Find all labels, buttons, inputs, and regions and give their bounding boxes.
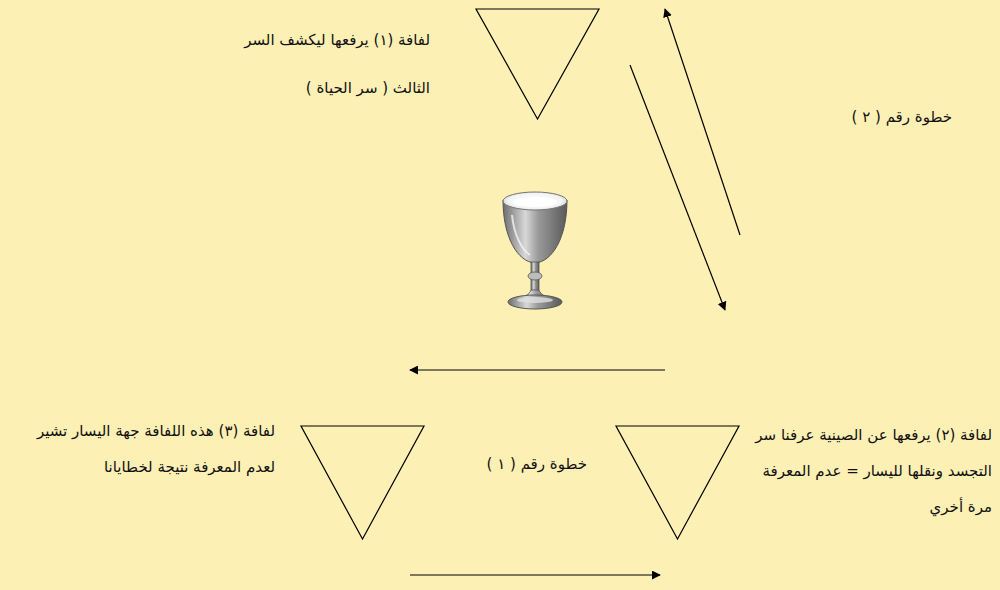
arrow-connector bbox=[665, 9, 740, 235]
chalice bbox=[503, 192, 567, 309]
arrow-connector bbox=[630, 65, 725, 310]
veil-triangle bbox=[615, 425, 740, 540]
veil-caption: لفافة (٣) هذه اللفافة جهة اليسار تشير لع… bbox=[10, 413, 275, 485]
arrow-connector bbox=[410, 369, 665, 370]
veil-caption: لفافة (١) يرفعها ليكشف السر الثالث ( سر … bbox=[225, 16, 430, 112]
veil-triangle bbox=[475, 8, 600, 120]
step-label: خطوة رقم ( ٢ ) bbox=[820, 108, 952, 126]
veil-triangle bbox=[300, 425, 425, 540]
step-label: خطوة رقم ( ١ ) bbox=[455, 455, 587, 473]
veil-node: لفافة (٣) هذه اللفافة جهة اليسار تشير لع… bbox=[300, 425, 425, 540]
veil-node: لفافة (٢) يرفعها عن الصينية عرفنا سر الت… bbox=[615, 425, 740, 540]
veil-node: لفافة (١) يرفعها ليكشف السر الثالث ( سر … bbox=[475, 8, 600, 120]
arrow-connector bbox=[410, 574, 660, 575]
veil-caption: لفافة (٢) يرفعها عن الصينية عرفنا سر الت… bbox=[752, 417, 992, 525]
